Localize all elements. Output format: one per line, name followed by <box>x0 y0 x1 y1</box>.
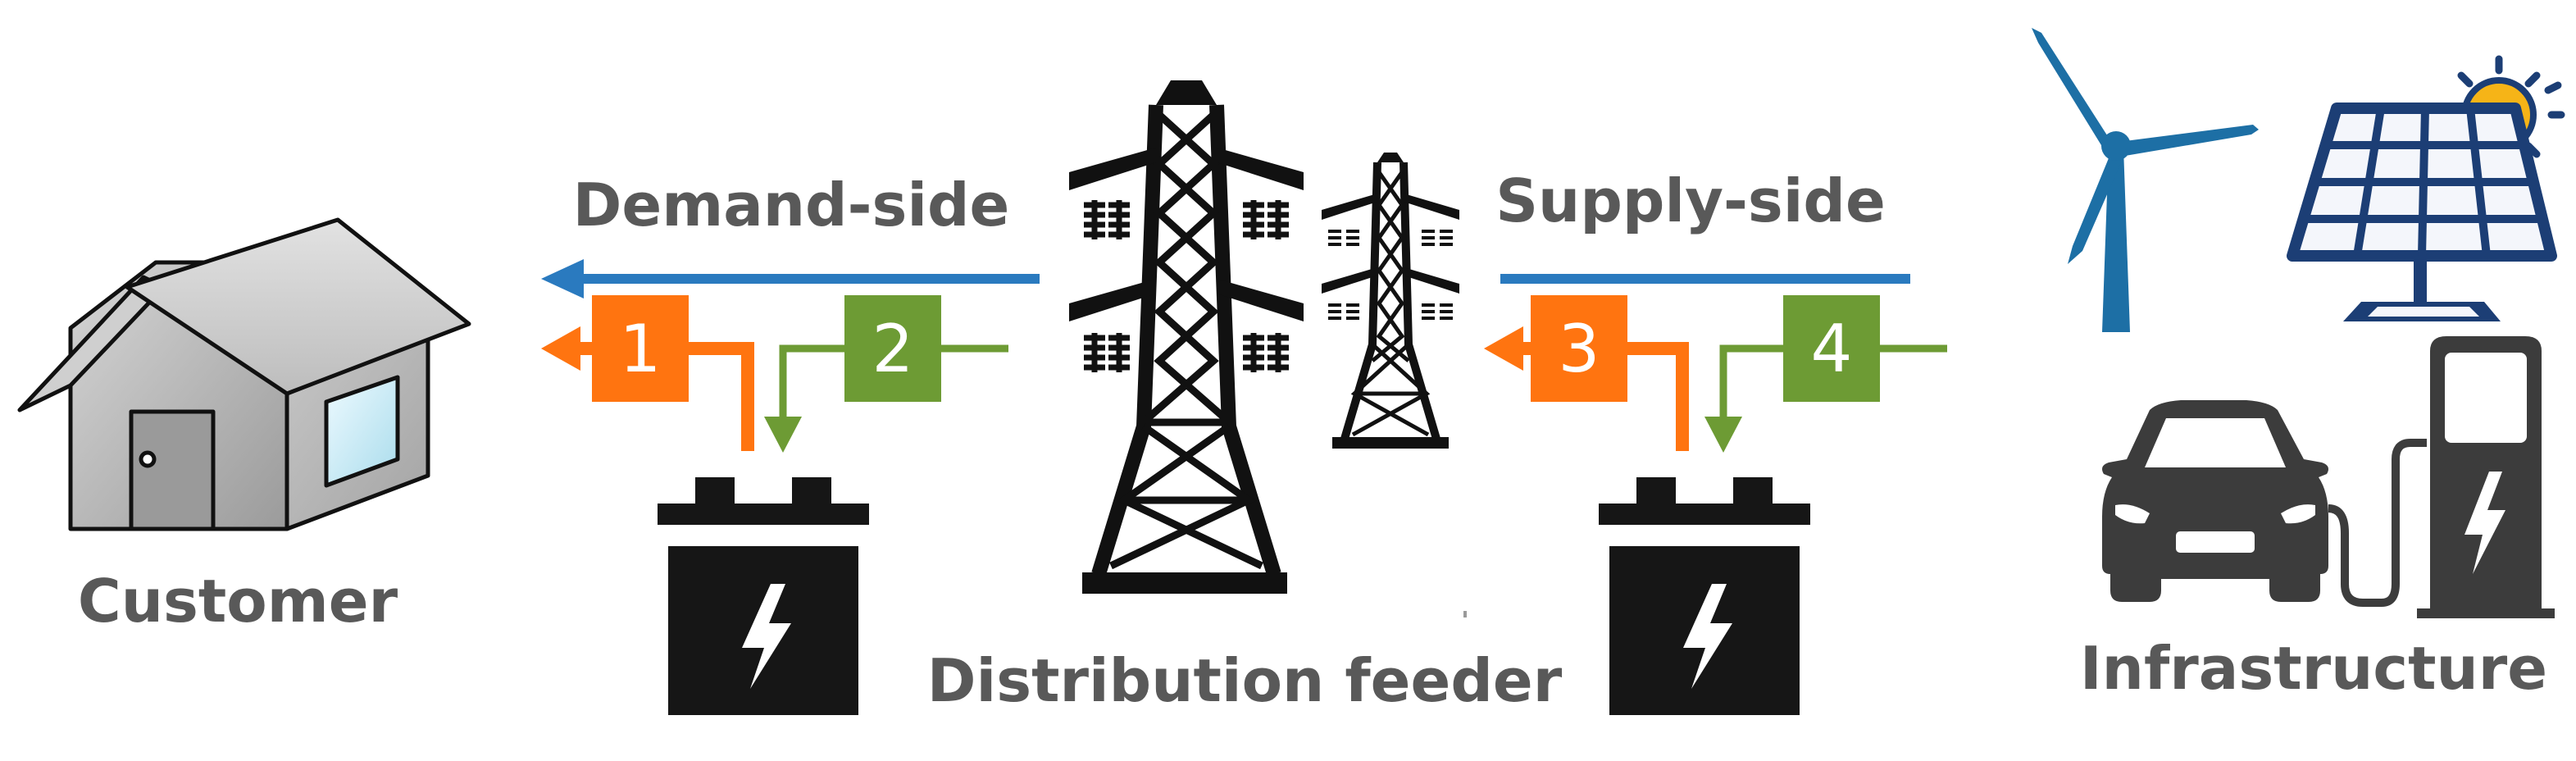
infrastructure-label: Infrastructure <box>2080 634 2547 703</box>
step-box-2-bg <box>844 295 941 402</box>
step-box-2-number: 2 <box>872 311 914 387</box>
step-box-3: 3 <box>1531 295 1627 402</box>
battery-icon <box>1599 477 1810 715</box>
step-box-1-number: 1 <box>620 311 662 387</box>
transmission-tower-icon <box>1322 153 1459 449</box>
solar-panel-icon <box>2287 55 2565 321</box>
step-box-4-bg <box>1783 295 1880 402</box>
charging-station-icon <box>2328 336 2555 618</box>
supply-side-label: Supply-side <box>1495 166 1886 235</box>
demand-side-label: Demand-side <box>573 171 1010 239</box>
insulator-icon <box>1084 200 1289 372</box>
battery-icon <box>658 477 869 715</box>
customer-label: Customer <box>78 567 398 636</box>
step-box-3-number: 3 <box>1559 311 1600 387</box>
house-icon <box>17 217 471 531</box>
distribution-feeder-label: Distribution feeder <box>927 646 1563 715</box>
insulator-icon <box>1328 230 1453 320</box>
step-box-4: 4 <box>1783 295 1880 402</box>
transmission-tower-icon <box>1069 80 1304 594</box>
step-box-1: 1 <box>592 295 689 402</box>
step-box-3-bg <box>1531 295 1627 402</box>
step-box-4-number: 4 <box>1811 311 1853 387</box>
stray-mark <box>1463 611 1467 617</box>
step-box-1-bg <box>592 295 689 402</box>
wind-turbine-icon <box>2032 28 2259 332</box>
step-box-2: 2 <box>844 295 941 402</box>
demand-side-flow-arrow <box>541 259 1040 298</box>
electric-car-icon <box>2102 400 2328 602</box>
